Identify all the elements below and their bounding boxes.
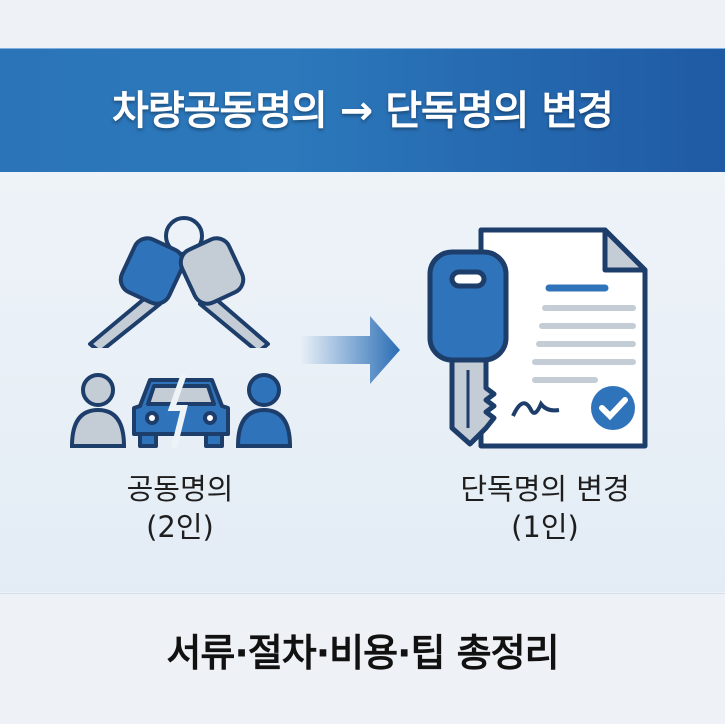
- arrow-right-icon: [300, 316, 400, 384]
- two-keys-icon: [88, 216, 270, 348]
- label-line1: 공동명의: [126, 472, 234, 506]
- label-line2: (1인): [511, 510, 579, 544]
- key-icon: [427, 249, 509, 447]
- footer-title: 서류·절차·비용·팁 총정리: [166, 631, 559, 675]
- label-line1: 단독명의 변경: [460, 472, 630, 506]
- joint-ownership-label: 공동명의 (2인): [60, 470, 300, 546]
- check-icon: [591, 386, 635, 430]
- sole-ownership-label: 단독명의 변경 (1인): [400, 470, 690, 546]
- title-banner: 차량공동명의 → 단독명의 변경: [0, 48, 725, 173]
- page-title: 차량공동명의 → 단독명의 변경: [112, 88, 614, 134]
- broken-car-icon: [132, 373, 230, 448]
- label-line2: (2인): [146, 510, 214, 544]
- person-icon: [235, 373, 293, 448]
- person-icon: [69, 373, 127, 448]
- footer-band: 서류·절차·비용·팁 총정리: [0, 593, 725, 724]
- signed-document-icon: [478, 227, 648, 449]
